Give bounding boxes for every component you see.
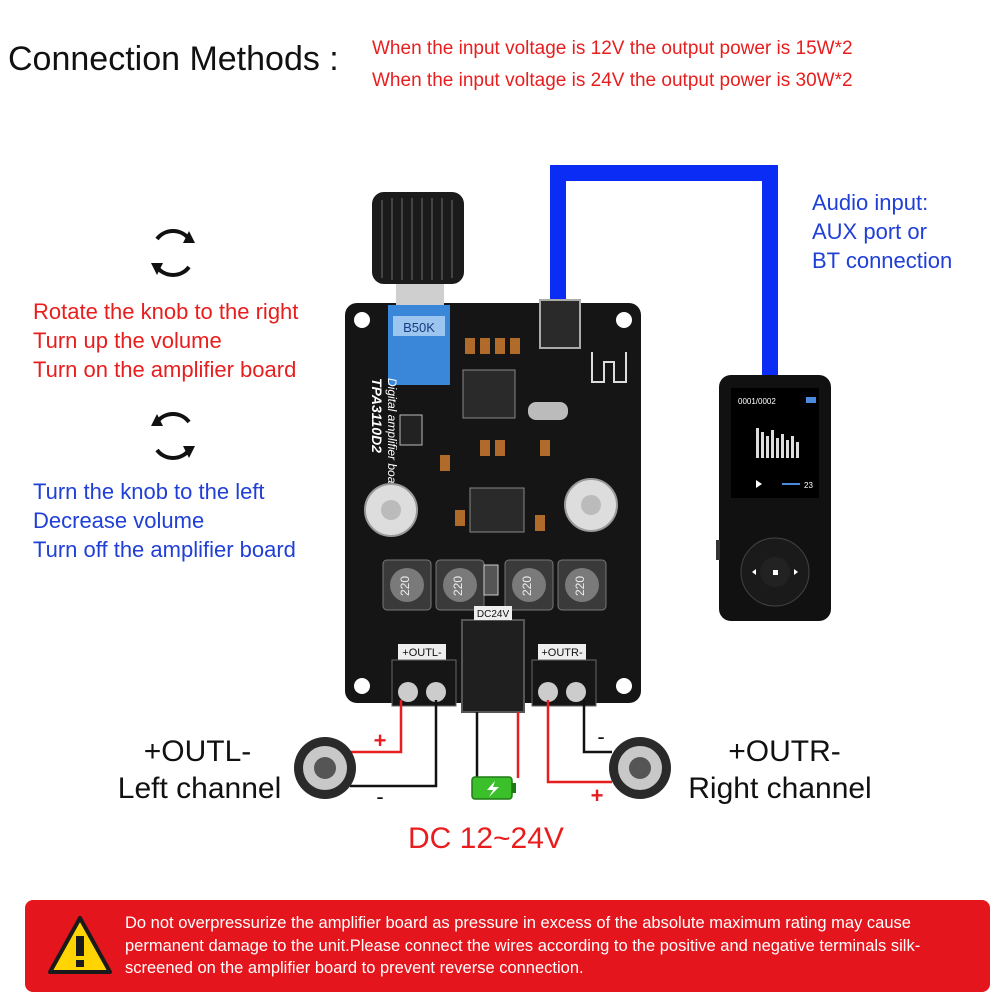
left-speaker (294, 737, 356, 799)
mount-hole (616, 312, 632, 328)
knob-right-line-1: Rotate the knob to the right (33, 299, 299, 324)
mount-hole (354, 312, 370, 328)
rotate-counterclockwise-icon (151, 412, 195, 460)
right-channel-label: Right channel (688, 772, 872, 805)
bt-antenna (591, 352, 627, 383)
aux-jack (539, 299, 581, 349)
dc-label: DC24V (477, 609, 510, 620)
regulator (399, 414, 423, 446)
battery-icon (471, 776, 516, 800)
inductor-label: 220 (451, 576, 465, 596)
volume-knob[interactable] (372, 192, 464, 284)
left-negative-wire (350, 700, 438, 788)
mount-hole (354, 678, 370, 694)
audio-input-line-3: BT connection (812, 248, 953, 273)
warning-banner: Do not overpressurize the amplifier boar… (25, 900, 990, 992)
knob-left-instructions: Turn the knob to the left Decrease volum… (33, 477, 296, 564)
ic-chip (462, 369, 516, 419)
left-positive-wire (350, 700, 403, 754)
left-channel-name: +OUTL- (143, 735, 252, 768)
inductor-label: 220 (573, 576, 587, 596)
left-minus-marker: - (376, 784, 383, 809)
track-number: 0001/0002 (738, 397, 776, 406)
diode (483, 564, 499, 596)
amp-chip (469, 487, 525, 533)
right-negative-wire (582, 700, 612, 754)
pot-label: B50K (403, 320, 435, 335)
right-minus-marker: - (597, 724, 604, 749)
inductor-label: 220 (520, 576, 534, 596)
board-model: TPA3110D2 (369, 378, 385, 453)
knob-left-line-2: Decrease volume (33, 508, 205, 533)
board-subtitle: Digital amplifier board (385, 378, 399, 494)
knob-left-line-3: Turn off the amplifier board (33, 537, 296, 562)
right-channel-name: +OUTR- (728, 735, 841, 768)
power-voltage-label: DC 12~24V (408, 822, 564, 855)
audio-input-line-1: Audio input: (812, 190, 929, 215)
dc-jack (461, 619, 525, 713)
knob-right-line-3: Turn on the amplifier board (33, 357, 297, 382)
knob-right-instructions: Rotate the knob to the right Turn up the… (33, 297, 298, 384)
crystal (528, 402, 568, 420)
knob-right-line-2: Turn up the volume (33, 328, 222, 353)
inductors (382, 559, 607, 611)
outl-silkscreen: +OUTL- (402, 647, 442, 659)
right-speaker (609, 737, 671, 799)
warning-icon (48, 916, 112, 974)
track-time: 23 (804, 481, 813, 490)
aux-cable (550, 165, 778, 385)
inductor-label: 220 (398, 576, 412, 596)
right-positive-wire (546, 700, 612, 784)
rotate-clockwise-icon (151, 229, 195, 277)
audio-input-line-2: AUX port or (812, 219, 927, 244)
page-title: Connection Methods : (8, 40, 339, 78)
left-plus-marker: + (374, 728, 387, 753)
power-spec-24v: When the input voltage is 24V the output… (372, 70, 853, 91)
warning-text: Do not overpressurize the amplifier boar… (125, 914, 921, 977)
knob-left-line-1: Turn the knob to the left (33, 479, 265, 504)
mp3-player: 0001/0002 23 (716, 375, 831, 621)
outr-silkscreen: +OUTR- (541, 647, 583, 659)
right-plus-marker: + (591, 783, 604, 808)
mount-hole (616, 678, 632, 694)
audio-input-note: Audio input: AUX port or BT connection (812, 188, 952, 275)
wiring-diagram: B50K TPA3110D2 Digital amplifier board 2… (294, 165, 831, 809)
power-spec-12v: When the input voltage is 12V the output… (372, 38, 853, 59)
left-channel-label: Left channel (117, 772, 282, 805)
